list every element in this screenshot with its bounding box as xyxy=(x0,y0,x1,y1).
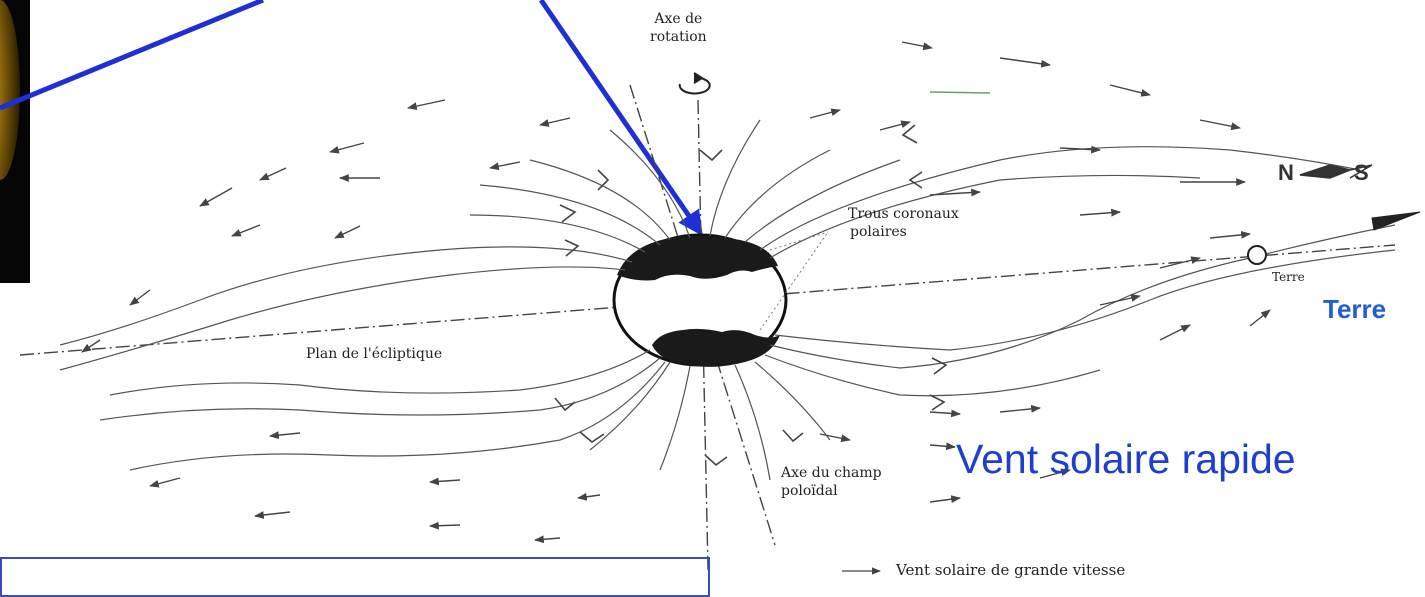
legend-fast-wind-label: Vent solaire de grande vitesse xyxy=(896,561,1126,579)
south-coronal-hole xyxy=(652,328,780,367)
field-line-arrowhead xyxy=(1371,211,1421,231)
south-label: S xyxy=(1354,160,1369,185)
coronal-holes-label: Trous coronaux polaires xyxy=(848,205,959,241)
coronal-holes-label-line1: Trous coronaux xyxy=(848,206,959,222)
north-south-label: N S xyxy=(1278,160,1369,186)
north-label: N xyxy=(1278,160,1294,185)
pointer-arrow-main xyxy=(538,0,703,237)
coronal-hole-leaders xyxy=(759,231,829,331)
poloidal-axis-label: Axe du champ poloïdal xyxy=(781,464,882,500)
field-lines xyxy=(59,119,1396,481)
field-line-chevrons xyxy=(554,124,948,467)
coronal-holes-label-line2: polaires xyxy=(850,224,907,240)
circle-earth-icon xyxy=(1247,245,1267,265)
sun-thumbnail-image xyxy=(0,0,30,283)
circular-arrow-icon xyxy=(678,72,711,95)
rotation-axis-label: Axe de rotation xyxy=(650,10,707,46)
earth-big-label: Terre xyxy=(1323,294,1387,324)
fast-solar-wind-label: Vent solaire rapide xyxy=(956,436,1296,482)
caption-box xyxy=(0,557,710,597)
pointer-arrows xyxy=(0,0,703,237)
flow-arrows xyxy=(81,41,1271,544)
solar-wind-diagram xyxy=(0,0,1421,575)
north-coronal-hole xyxy=(617,235,778,281)
north-south-arrow-icon xyxy=(1299,164,1373,179)
rotation-axis-label-line2: rotation xyxy=(650,29,707,45)
poloidal-axis-label-line1: Axe du champ xyxy=(781,465,882,481)
pointer-arrow-left xyxy=(0,0,264,111)
ecliptic-plane-line xyxy=(19,244,1396,356)
sun-body xyxy=(612,233,788,367)
earth-small-label: Terre xyxy=(1272,270,1305,284)
ecliptic-plane-label: Plan de l'écliptique xyxy=(306,346,443,362)
poloidal-axis-label-line2: poloïdal xyxy=(781,483,838,499)
rotation-axis-label-line1: Axe de xyxy=(654,11,703,27)
